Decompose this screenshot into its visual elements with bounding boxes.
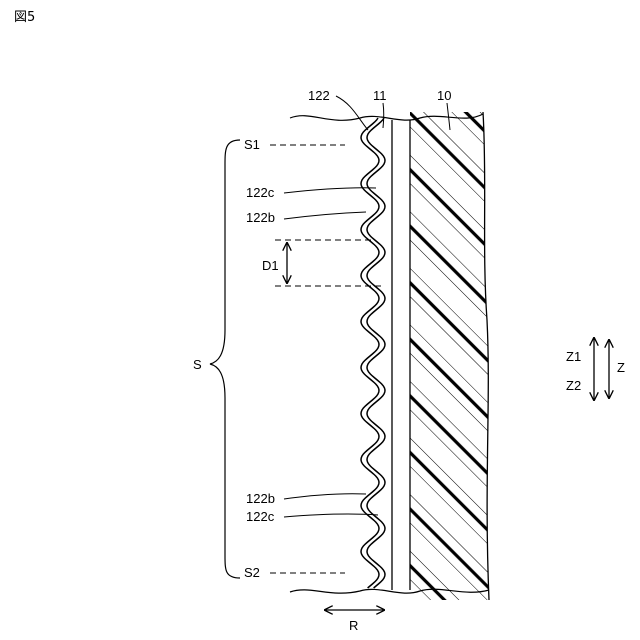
brace-s [210,140,240,578]
label-s2: S2 [244,565,260,580]
wavy-film [361,118,385,588]
leader-122b-lower [284,494,366,499]
leader-11 [383,103,384,128]
label-122b-upper: 122b [246,210,275,225]
leader-122 [336,96,368,130]
label-z2: Z2 [566,378,581,393]
label-s: S [193,357,202,372]
label-122: 122 [308,88,330,103]
leader-122c-lower [284,514,378,517]
label-d1: D1 [262,258,279,273]
label-r: R [349,618,358,633]
leader-122b-upper [284,212,366,219]
substrate-body [410,100,500,610]
label-122c-upper: 122c [246,185,275,200]
label-122b-lower: 122b [246,491,275,506]
label-10: 10 [437,88,451,103]
label-z1: Z1 [566,349,581,364]
label-122c-lower: 122c [246,509,275,524]
label-11: 11 [373,88,387,103]
label-s1: S1 [244,137,260,152]
label-z: Z [617,360,625,375]
